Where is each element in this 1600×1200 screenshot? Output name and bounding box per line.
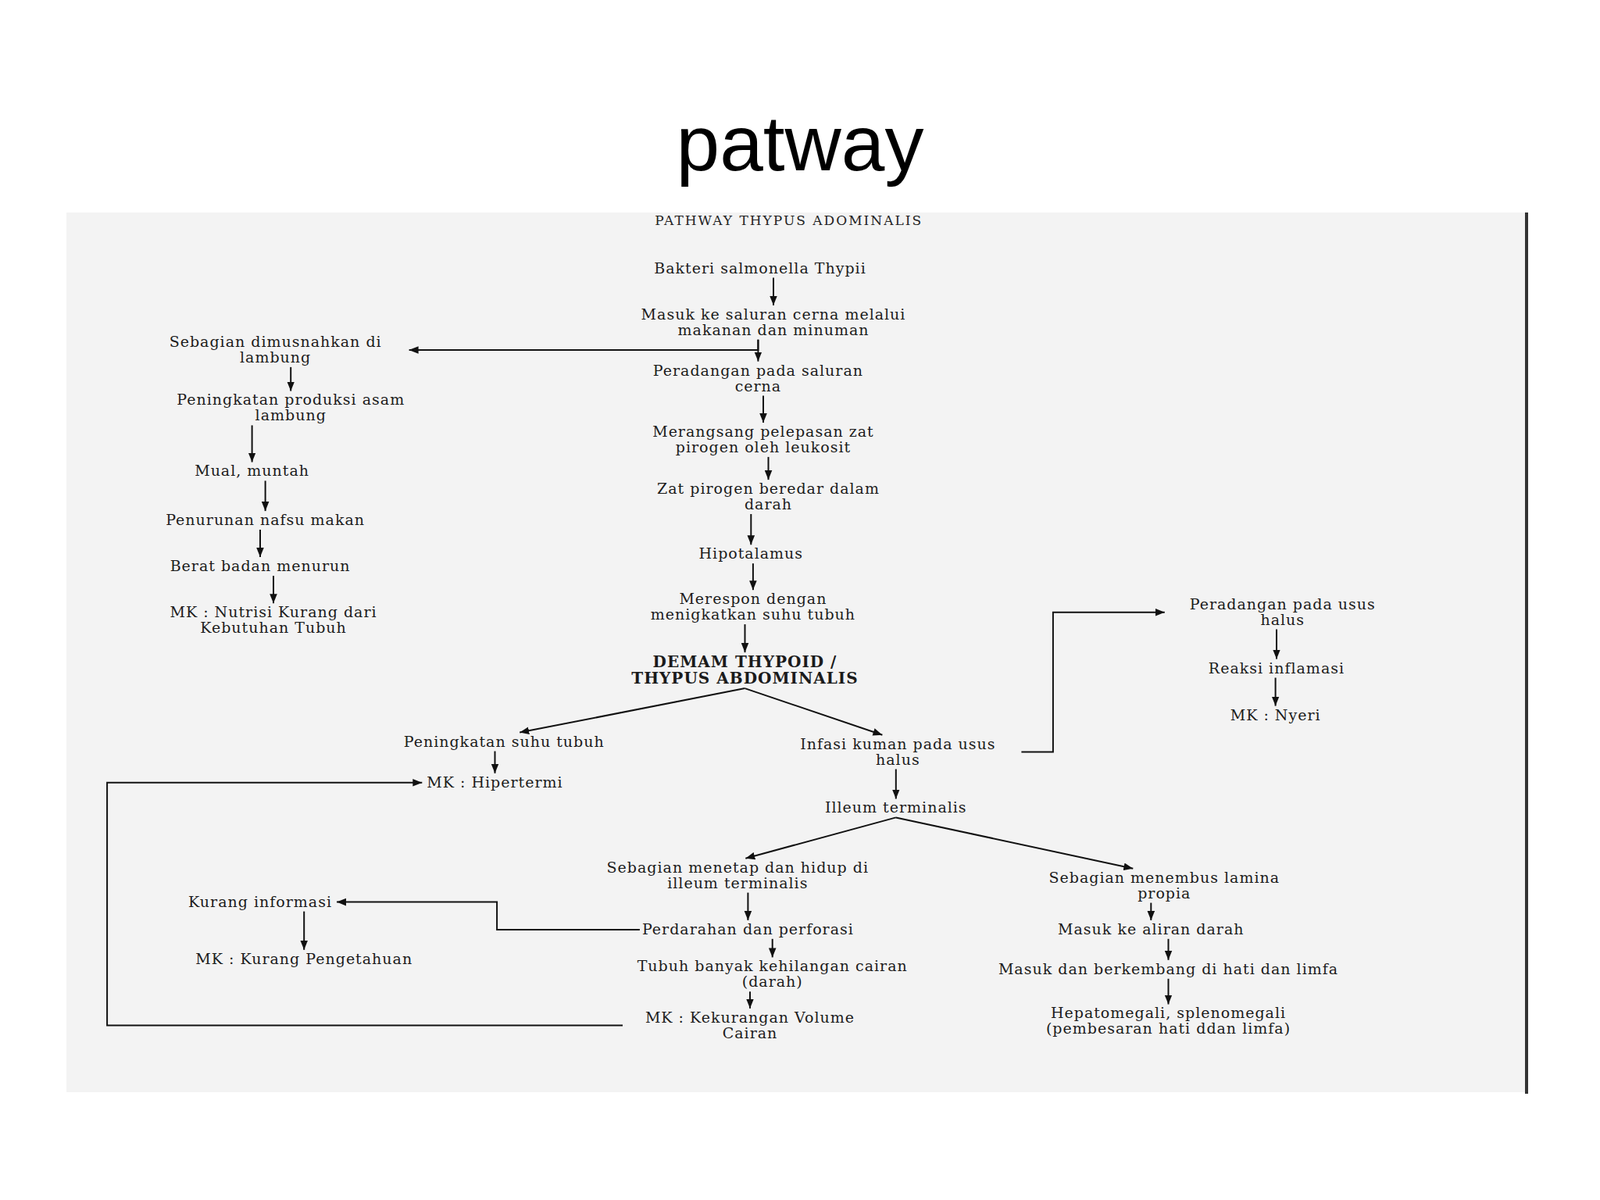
flow-arrow [767, 457, 770, 480]
pathway-step: Penurunan nafsu makan [165, 512, 365, 529]
pathway-step: Masuk ke saluran cerna melalui makanan d… [617, 307, 930, 339]
step-text: Peningkatan suhu tubuh [403, 734, 605, 750]
step-text: Penurunan nafsu makan [165, 512, 365, 529]
step-text: Illeum terminalis [825, 800, 968, 816]
pathway-step: MK : Nutrisi Kurang dari Kebutuhan Tubuh [140, 604, 407, 636]
flow-arrow [1167, 978, 1170, 1005]
step-text: Hepatomegali, splenomegali (pembesaran h… [1020, 1005, 1318, 1037]
flow-arrow [519, 688, 745, 733]
step-text: Mual, muntah [194, 463, 310, 479]
flow-arrow [409, 339, 759, 350]
flow-arrow [757, 339, 759, 362]
pathway-step: Hipotalamus [698, 546, 804, 562]
pathway-step: Tubuh banyak kehilangan cairan (darah) [608, 958, 937, 990]
pathway-step: Masuk ke aliran darah [1057, 921, 1244, 938]
flow-arrow [895, 769, 897, 800]
step-text: Merespon dengan menigkatkan suhu tubuh [635, 591, 871, 623]
pathway-step: Illeum terminalis [825, 800, 968, 816]
step-text: Peradangan pada saluran cerna [628, 363, 887, 395]
pathway-step: MK : Hipertermi [426, 775, 563, 791]
flow-arrow [752, 563, 754, 590]
pathway-step: Hepatomegali, splenomegali (pembesaran h… [1020, 1005, 1318, 1037]
step-text: MK : Nutrisi Kurang dari Kebutuhan Tubuh [140, 604, 407, 636]
pathway-step: MK : Kekurangan Volume Cairan [625, 1010, 875, 1042]
flow-arrow [762, 396, 765, 424]
pathway-step: Sebagian menetap dan hidup di illeum ter… [596, 860, 879, 892]
pathway-step: Peradangan pada usus halus [1169, 596, 1397, 629]
step-text: Sebagian menembus lamina propia [1031, 870, 1297, 902]
flow-arrow [1275, 629, 1278, 660]
flow-arrow [1275, 678, 1277, 707]
flow-arrow [303, 911, 305, 950]
pathway-step: MK : Kurang Pengetahuan [195, 951, 413, 968]
step-text: Sebagian menetap dan hidup di illeum ter… [596, 860, 879, 892]
pathway-step: Peningkatan produksi asam lambung [153, 392, 428, 425]
pathway-step: Kurang informasi [188, 894, 333, 911]
flow-arrow [746, 892, 749, 921]
step-text: MK : Hipertermi [426, 775, 563, 791]
flow-arrow [772, 278, 775, 306]
pathway-step: Masuk dan berkembang di hati dan limfa [998, 961, 1339, 978]
step-text: Zat pirogen beredar dalam darah [632, 481, 906, 513]
pathway-step: Zat pirogen beredar dalam darah [632, 481, 906, 513]
step-text: Kurang informasi [188, 894, 333, 911]
step-text: Merangsang pelepasan zat pirogen oleh le… [630, 424, 897, 456]
flow-arrow [1021, 612, 1165, 753]
pathway-step: Bakteri salmonella Thypii [653, 260, 866, 277]
pathway-step: Berat badan menurun [170, 558, 351, 575]
flow-arrow [896, 817, 1134, 868]
flow-arrow [1167, 939, 1170, 961]
step-text: MK : Nyeri [1230, 707, 1322, 724]
pathway-step: Infasi kuman pada usus halus [776, 736, 1019, 768]
step-text: Infasi kuman pada usus halus [776, 736, 1019, 768]
flow-arrow [494, 751, 497, 774]
pathway-step: Reaksi inflamasi [1208, 660, 1345, 677]
pathway-step: Sebagian menembus lamina propia [1031, 870, 1297, 902]
step-text: Peningkatan produksi asam lambung [153, 392, 428, 425]
panel-background [66, 212, 1528, 1093]
step-text: Berat badan menurun [170, 558, 351, 575]
main-diagnosis-node: DEMAM THYPOID / THYPUS ABDOMINALIS [627, 653, 862, 687]
flow-arrow [336, 902, 640, 930]
step-text: Hipotalamus [698, 546, 804, 562]
step-text: MK : Kekurangan Volume Cairan [625, 1010, 875, 1042]
pathway-step: Merespon dengan menigkatkan suhu tubuh [635, 591, 871, 623]
diagram-heading: PATHWAY THYPUS ADOMINALIS [654, 212, 923, 229]
flow-arrow [1150, 903, 1152, 921]
step-text: Masuk ke saluran cerna melalui makanan d… [617, 307, 930, 339]
step-text: Tubuh banyak kehilangan cairan (darah) [608, 958, 937, 990]
panel-edge [1525, 212, 1529, 1094]
step-text: Peradangan pada usus halus [1169, 596, 1397, 629]
pathway-step: Sebagian dimusnahkan di lambung [146, 334, 405, 366]
step-text: Perdarahan dan perforasi [642, 921, 854, 938]
pathway-step: Peradangan pada saluran cerna [628, 363, 887, 395]
pathway-step: Mual, muntah [194, 463, 310, 479]
pathway-step: Merangsang pelepasan zat pirogen oleh le… [630, 424, 897, 456]
pathway-step: Perdarahan dan perforasi [642, 921, 854, 938]
pathway-step: Peningkatan suhu tubuh [403, 734, 605, 750]
flow-arrow [107, 782, 623, 1026]
pathway-step: MK : Nyeri [1230, 707, 1322, 724]
flow-arrow [745, 688, 883, 736]
flow-arrow [771, 939, 774, 958]
step-text: Bakteri salmonella Thypii [653, 260, 866, 277]
step-text: Masuk ke aliran darah [1057, 921, 1244, 938]
flow-arrow [259, 529, 261, 558]
step-text: Masuk dan berkembang di hati dan limfa [998, 961, 1339, 978]
step-text: DEMAM THYPOID / THYPUS ABDOMINALIS [627, 653, 862, 687]
flow-arrow [272, 575, 275, 604]
flow-arrow [744, 624, 747, 653]
flow-arrow [745, 817, 897, 858]
flow-arrow [749, 991, 751, 1008]
step-text: Sebagian dimusnahkan di lambung [146, 334, 405, 366]
flow-arrow [264, 480, 267, 511]
flow-arrow [750, 514, 752, 545]
flow-arrow [251, 425, 254, 462]
flow-arrow [289, 367, 292, 392]
step-text: Reaksi inflamasi [1208, 660, 1345, 677]
slide-title: patway [0, 100, 1600, 186]
step-text: MK : Kurang Pengetahuan [195, 951, 413, 968]
